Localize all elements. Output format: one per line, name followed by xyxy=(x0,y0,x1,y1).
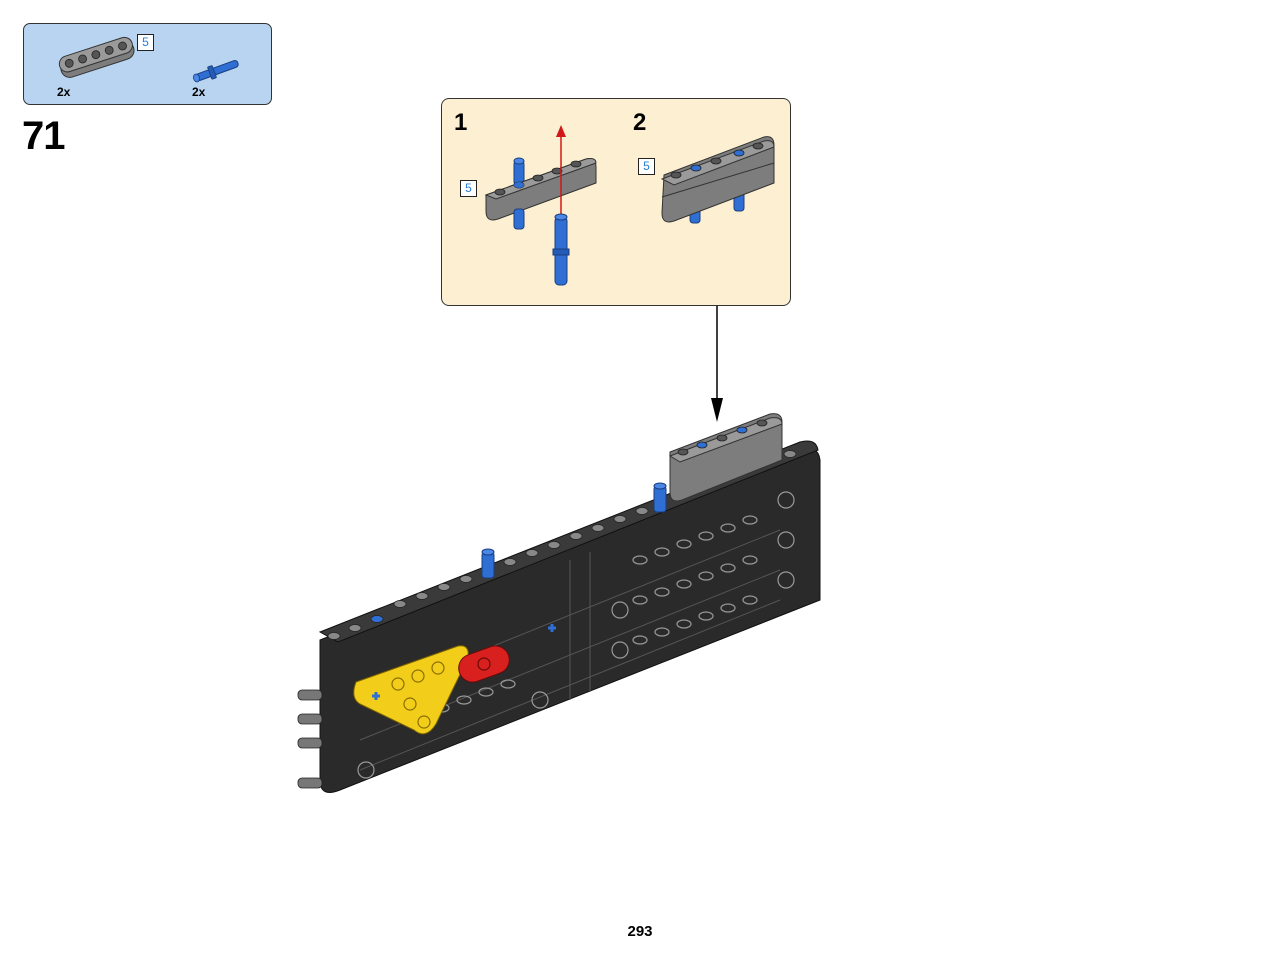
substep-number-1: 1 xyxy=(454,109,468,136)
parts-list-panel: 5 2x 2x xyxy=(23,23,272,105)
substep-1-length-badge: 5 xyxy=(460,180,477,197)
page-number: 293 xyxy=(627,923,653,940)
new-grey-beam xyxy=(669,413,783,502)
pin-quantity: 2x xyxy=(192,85,206,99)
substep-2-illustration xyxy=(660,136,775,224)
subassembly-panel: 1 2 5 5 xyxy=(441,98,791,306)
grey-beam-5-icon xyxy=(58,36,135,78)
beam-quantity: 2x xyxy=(57,85,71,99)
beam-length-badge: 5 xyxy=(137,34,154,51)
yellow-triangle-part xyxy=(353,645,469,735)
step-number: 71 xyxy=(22,114,65,158)
substep-2-length-badge: 5 xyxy=(638,158,655,175)
substep-1-illustration xyxy=(484,125,597,286)
substep-number-2: 2 xyxy=(633,109,647,136)
red-connector-part xyxy=(458,645,510,683)
blue-axle-pin-icon xyxy=(192,60,239,83)
